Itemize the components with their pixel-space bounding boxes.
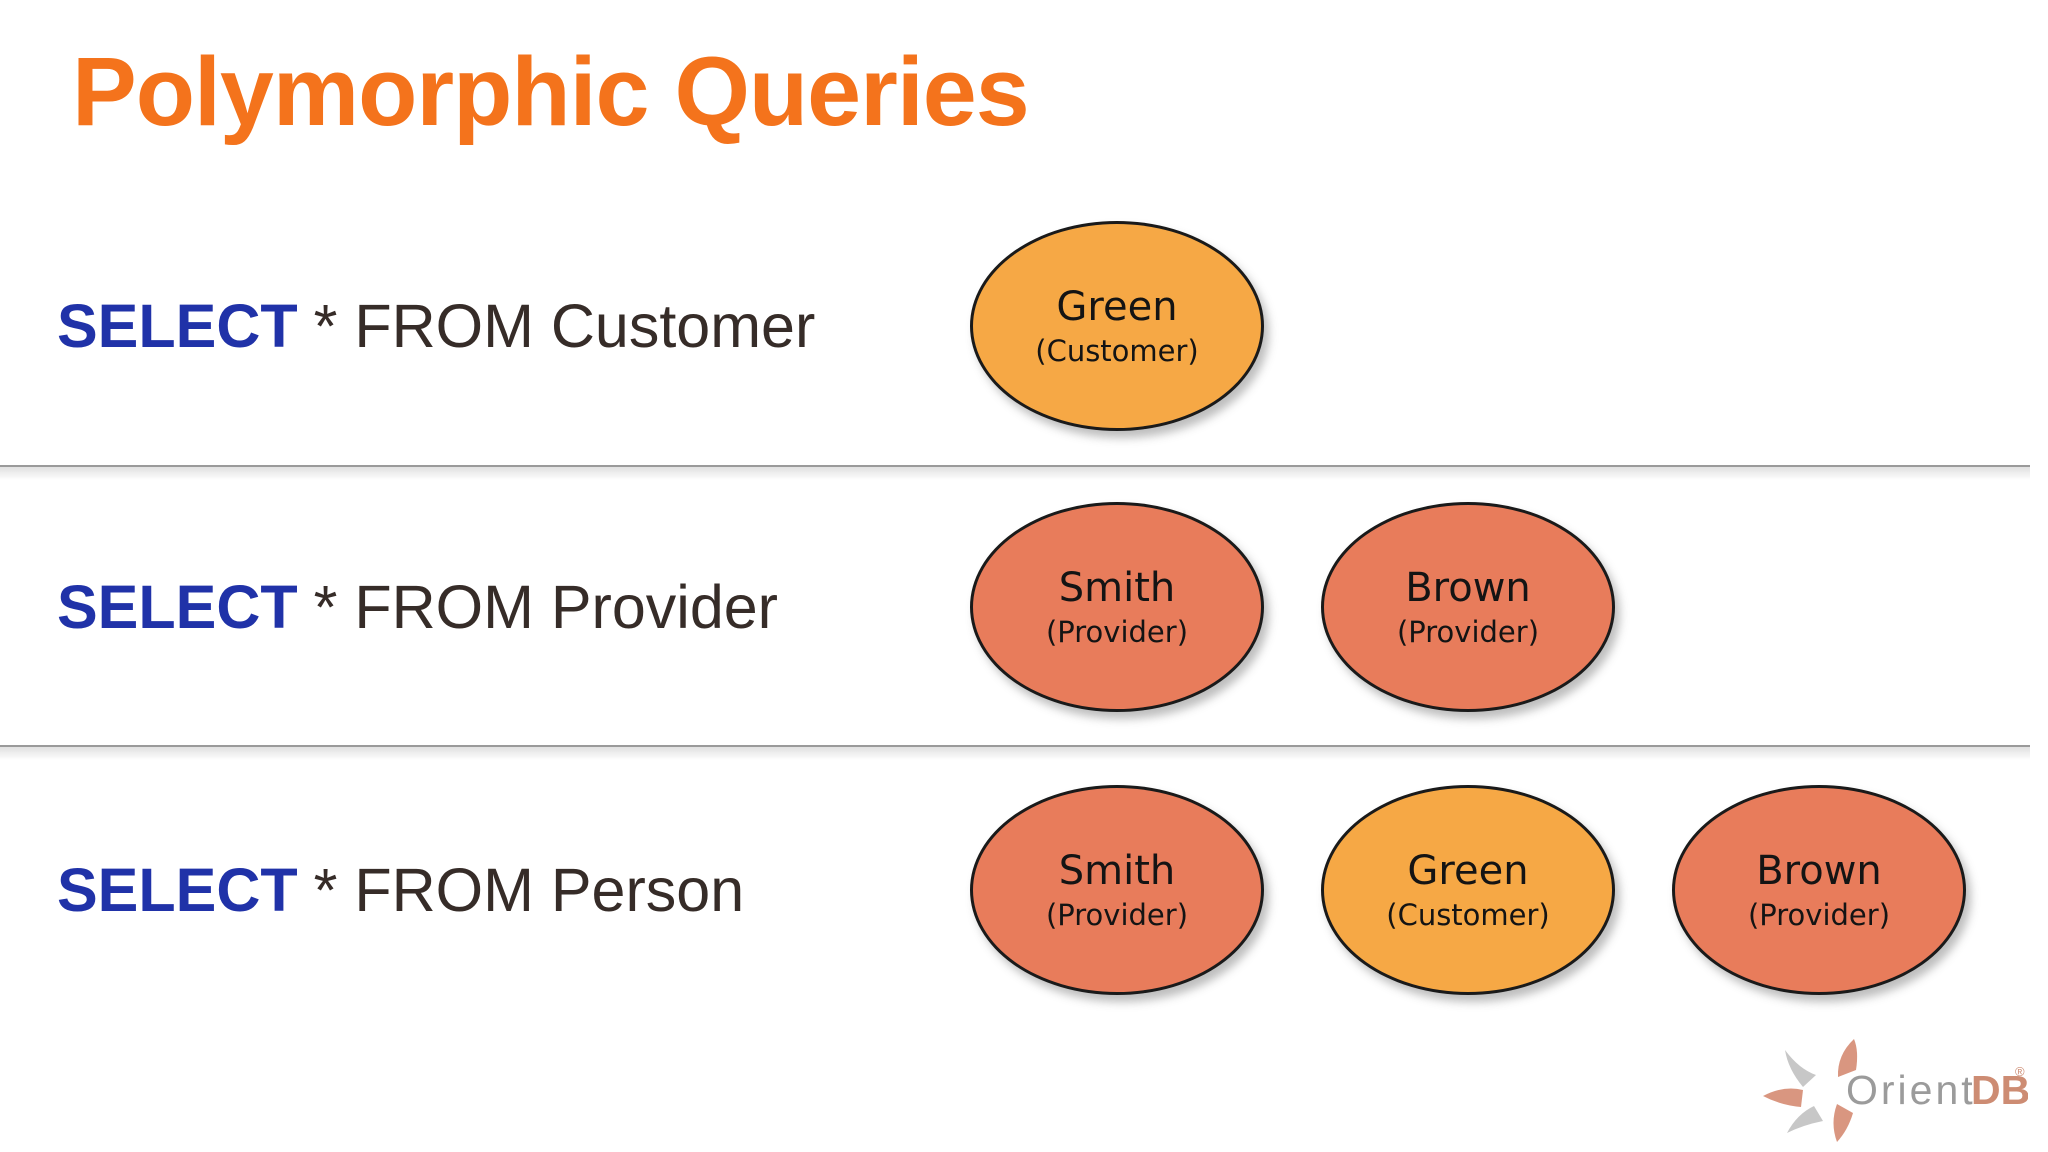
sql-clause: * FROM Customer <box>313 292 816 360</box>
query-row-person: SELECT* FROM Person Smith (Provider) Gre… <box>0 752 2048 1028</box>
query-text-person: SELECT* FROM Person <box>57 855 970 925</box>
result-nodes: Green (Customer) <box>970 221 1264 431</box>
query-row-provider: SELECT* FROM Provider Smith (Provider) B… <box>0 469 2048 745</box>
query-row-customer: SELECT* FROM Customer Green (Customer) <box>0 173 2048 479</box>
result-nodes: Smith (Provider) Brown (Provider) <box>970 502 1615 712</box>
sql-keyword: SELECT <box>57 856 298 924</box>
node-green-customer: Green (Customer) <box>970 221 1264 431</box>
node-name: Smith <box>1058 847 1176 894</box>
query-text-customer: SELECT* FROM Customer <box>57 291 970 361</box>
query-text-provider: SELECT* FROM Provider <box>57 572 970 642</box>
logo-text-db: DB <box>1971 1067 2028 1113</box>
node-type: (Customer) <box>1386 897 1550 932</box>
sql-keyword: SELECT <box>57 292 298 360</box>
node-green-customer: Green (Customer) <box>1321 785 1615 995</box>
logo-text-orient: Orient <box>1846 1067 1976 1113</box>
node-name: Brown <box>1756 847 1882 894</box>
orientdb-logo: Orient DB ® <box>1763 1039 2028 1142</box>
node-type: (Provider) <box>1045 897 1189 932</box>
node-name: Smith <box>1058 564 1176 611</box>
node-name: Green <box>1407 847 1529 894</box>
sql-clause: * FROM Provider <box>313 573 778 641</box>
node-type: (Provider) <box>1045 614 1189 649</box>
node-brown-provider: Brown (Provider) <box>1672 785 1966 995</box>
node-brown-provider: Brown (Provider) <box>1321 502 1615 712</box>
node-smith-provider: Smith (Provider) <box>970 502 1264 712</box>
node-type: (Provider) <box>1747 897 1891 932</box>
node-type: (Customer) <box>1035 333 1199 368</box>
starburst-icon <box>1763 1039 1858 1142</box>
registered-mark-icon: ® <box>2015 1064 2025 1079</box>
node-smith-provider: Smith (Provider) <box>970 785 1264 995</box>
separator-line <box>0 465 2030 480</box>
result-nodes: Smith (Provider) Green (Customer) Brown … <box>970 785 1966 995</box>
node-name: Brown <box>1405 564 1531 611</box>
node-name: Green <box>1056 283 1178 330</box>
page-title: Polymorphic Queries <box>72 37 1030 146</box>
sql-keyword: SELECT <box>57 573 298 641</box>
node-type: (Provider) <box>1396 614 1540 649</box>
sql-clause: * FROM Person <box>313 856 745 924</box>
separator-line <box>0 745 2030 760</box>
